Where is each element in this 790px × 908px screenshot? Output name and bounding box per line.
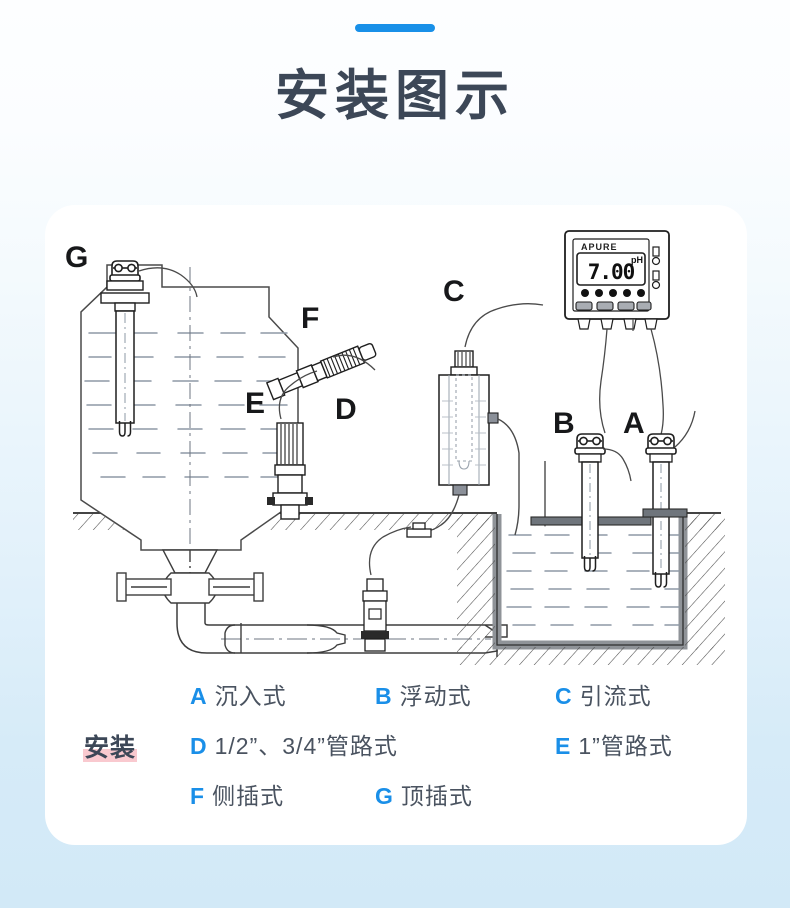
sensor-d-pipe-half bbox=[361, 578, 389, 652]
diagram-label-a: A bbox=[623, 407, 645, 440]
legend-label-a: 沉入式 bbox=[214, 683, 287, 709]
diagram-label-f: F bbox=[301, 302, 319, 335]
basin-soil-hatch bbox=[457, 518, 725, 665]
page-header: 安装图示 bbox=[0, 0, 790, 175]
diagram-label-g: G bbox=[65, 241, 88, 274]
installation-diagram: G F bbox=[45, 205, 747, 675]
legend-label-e: 1”管路式 bbox=[578, 733, 673, 759]
legend-key-f: F bbox=[190, 783, 206, 809]
diagram-label-c: C bbox=[443, 275, 465, 308]
sensor-e-pipe-1in bbox=[240, 422, 313, 653]
legend-key-b: B bbox=[375, 683, 393, 709]
legend-title-text: 安装 bbox=[83, 734, 138, 762]
tank-outlet-flange bbox=[116, 549, 264, 604]
open-basin bbox=[492, 514, 688, 650]
legend-key-d: D bbox=[190, 733, 208, 759]
leader-line-d bbox=[368, 526, 412, 576]
leader-line-c bbox=[464, 303, 544, 348]
content-card: G F bbox=[45, 205, 747, 845]
controller-display-value: 7.00 bbox=[588, 260, 635, 284]
leader-line-e bbox=[278, 370, 318, 420]
page-title: 安装图示 bbox=[275, 66, 515, 126]
pipe-expansion bbox=[224, 624, 346, 654]
controller-side-icons bbox=[651, 246, 661, 290]
controller-keypad bbox=[575, 301, 652, 311]
leader-line-a bbox=[674, 410, 696, 448]
sensor-g-top-insertion bbox=[100, 260, 198, 437]
diagram-label-d: D bbox=[335, 393, 357, 426]
controller-brand: APURE bbox=[581, 242, 618, 252]
controller-indicator-dots bbox=[581, 289, 645, 297]
legend-label-b: 浮动式 bbox=[399, 683, 472, 709]
legend-key-c: C bbox=[555, 683, 573, 709]
sensor-c-flow-cell bbox=[406, 350, 520, 538]
leader-line-f bbox=[332, 354, 376, 371]
sensor-f-side-insertion bbox=[265, 342, 377, 401]
sensor-a-submersion bbox=[642, 433, 688, 588]
legend-key-a: A bbox=[190, 683, 208, 709]
legend-label-c: 引流式 bbox=[579, 683, 652, 709]
diagram-label-b: B bbox=[553, 407, 575, 440]
legend-label-f: 侧插式 bbox=[212, 783, 285, 809]
controller-display-unit: pH bbox=[631, 255, 643, 265]
sensor-b-floating bbox=[530, 433, 652, 572]
title-accent-bar bbox=[355, 24, 435, 32]
controller-cable-glands bbox=[577, 318, 658, 330]
diagram-label-e: E bbox=[245, 387, 265, 420]
legend-label-d: 1/2”、3/4”管路式 bbox=[214, 733, 398, 759]
legend-key-g: G bbox=[375, 783, 394, 809]
ph-controller: APURE 7.00 pH bbox=[564, 230, 670, 450]
legend-label-g: 顶插式 bbox=[400, 783, 473, 809]
legend-title: 安装 bbox=[83, 733, 138, 763]
legend-key-e: E bbox=[555, 733, 572, 759]
